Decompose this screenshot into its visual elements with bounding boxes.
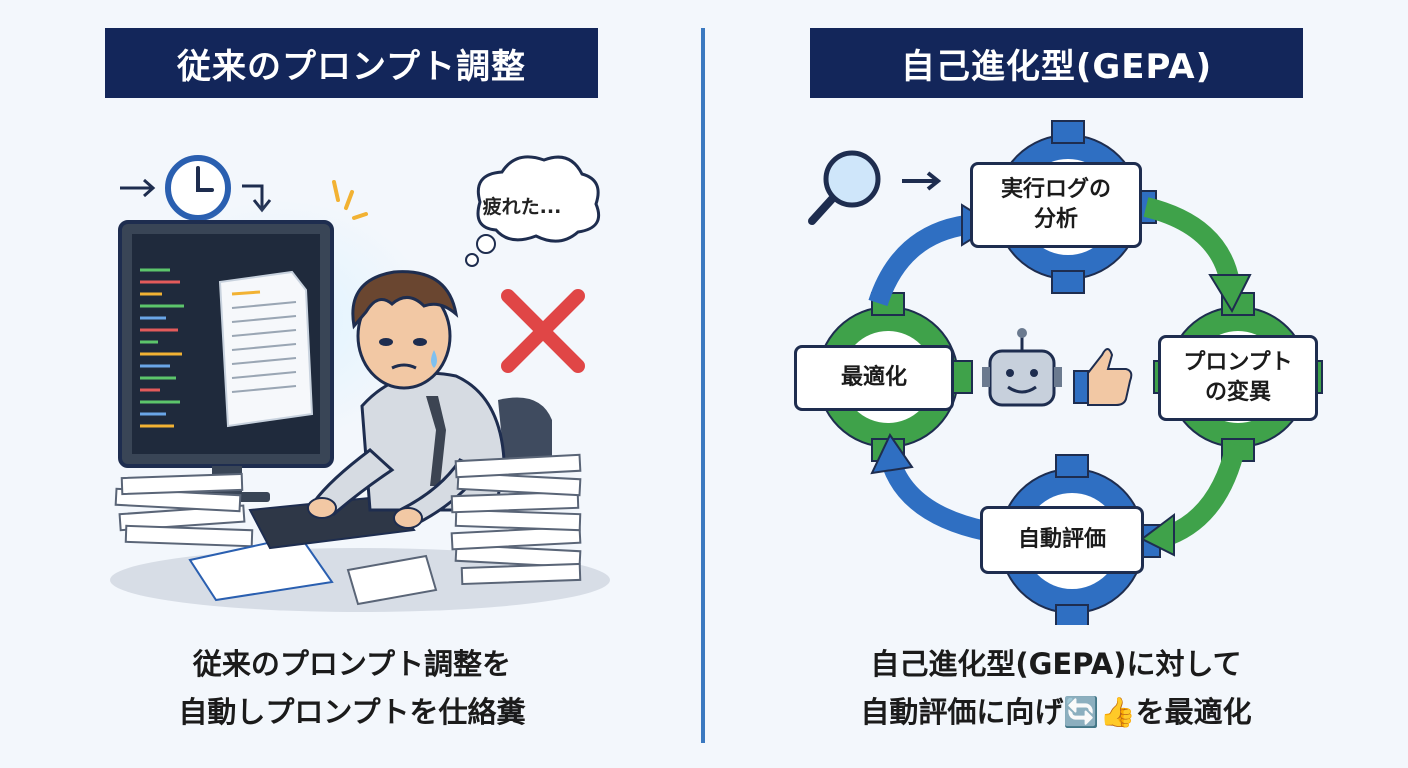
tired-worker-illustration [110,155,610,612]
left-caption: 従来のプロンプト調整を 自動しプロンプトを仕絡糞 [32,640,672,736]
node-mutate-line2: の変異 [1204,380,1271,405]
thought-bubble-text: 疲れた... [482,195,562,218]
magnifier-icon [808,150,942,225]
node-auto-eval: 自動評価 [980,506,1144,574]
panel-divider [701,28,705,743]
node-optimize: 最適化 [794,345,954,411]
node-log-line1: 実行ログの [1000,177,1111,202]
robot-icon [982,328,1062,407]
left-caption-line2: 自動しプロンプトを仕絡糞 [178,695,526,729]
left-caption-line1: 従来のプロンプト調整を [192,647,512,681]
right-caption: 自己進化型(GEPA)に対して 自動評価に向げ🔄👍を最適化 [736,640,1376,736]
node-mutate-line1: プロンプト [1183,350,1293,375]
node-log-line2: 分析 [1033,207,1078,232]
thumbs-up-icon [1073,348,1133,406]
cross-icon [501,289,585,373]
node-prompt-mutation: プロンプトの変異 [1158,335,1318,421]
right-caption-line1: 自己進化型(GEPA)に対して [870,647,1242,681]
right-caption-line2: 自動評価に向げ🔄👍を最適化 [860,695,1252,729]
thought-bubble [465,155,601,267]
clock-icon [120,155,272,221]
left-panel-title: 従来のプロンプト調整 [105,28,598,98]
right-panel-title: 自己進化型(GEPA) [810,28,1303,98]
node-log-analysis: 実行ログの分析 [970,162,1142,248]
